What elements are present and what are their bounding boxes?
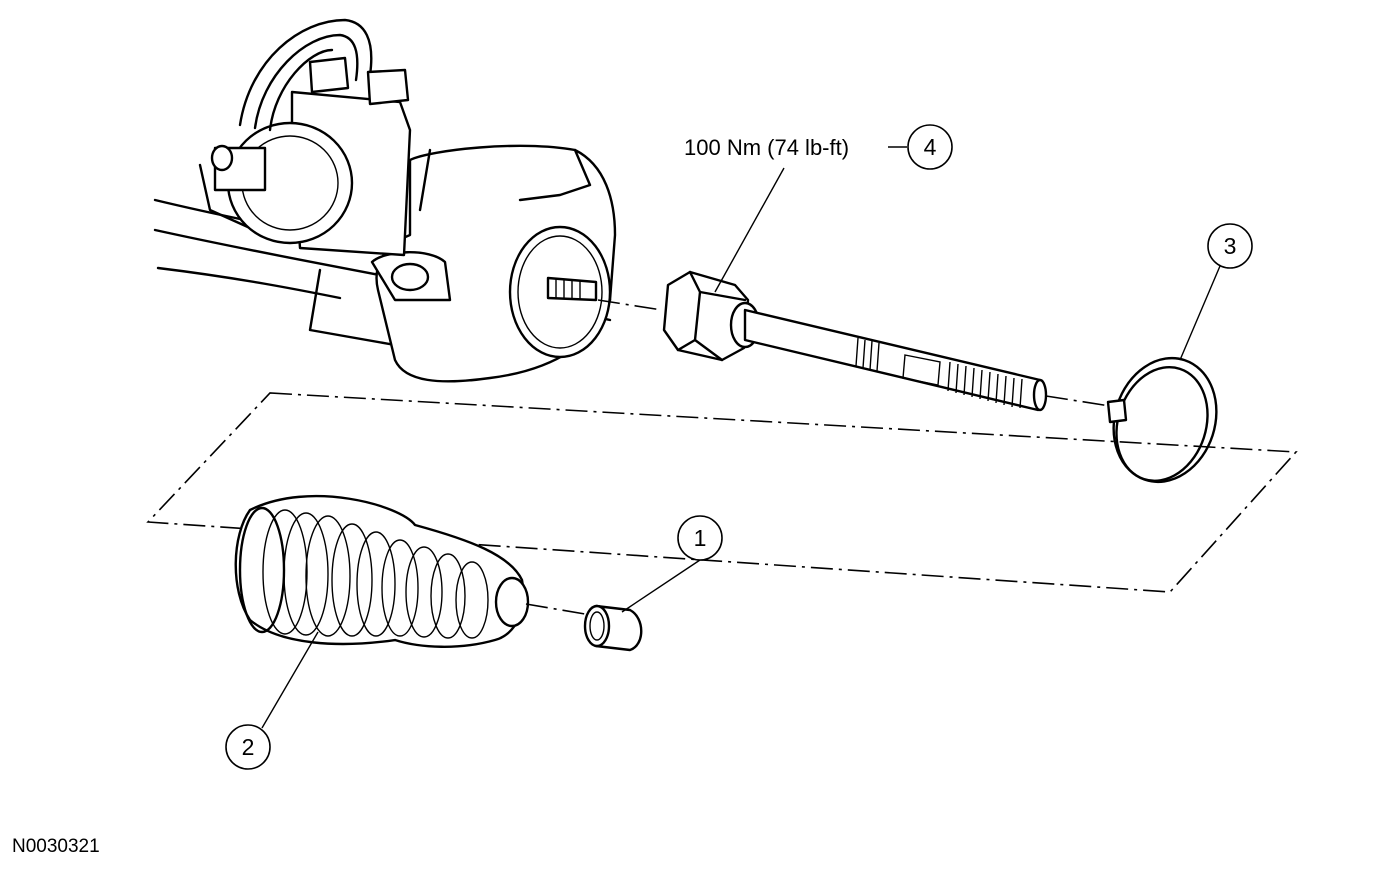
leader-line-2 [261,631,319,729]
figure-id-label: N0030321 [12,836,100,857]
callout-2: 2 [225,724,271,770]
steering-gear-housing [153,18,617,383]
tie-rod-centerline [1045,395,1111,407]
callout-1: 1 [677,515,723,561]
outer-boot-clamp [1106,356,1218,484]
callout-3-label: 3 [1224,233,1237,259]
leader-line-3 [1179,265,1221,361]
callout-1-label: 1 [694,525,707,551]
callout-4: 4 [907,124,953,170]
inner-tie-rod [662,270,1048,412]
callout-4-label: 4 [924,134,937,160]
boot-centerline [525,603,586,615]
callout-3: 3 [1207,223,1253,269]
leader-line-4 [714,167,785,293]
steering-gear-boot [234,494,530,648]
alignment-plane [146,392,1298,593]
leader-line-1 [621,559,701,613]
callout-2-label: 2 [242,734,255,760]
torque-spec-label: 100 Nm (74 lb-ft) [684,135,849,160]
rack-centerline [597,299,663,311]
inner-boot-clamp [583,604,643,652]
